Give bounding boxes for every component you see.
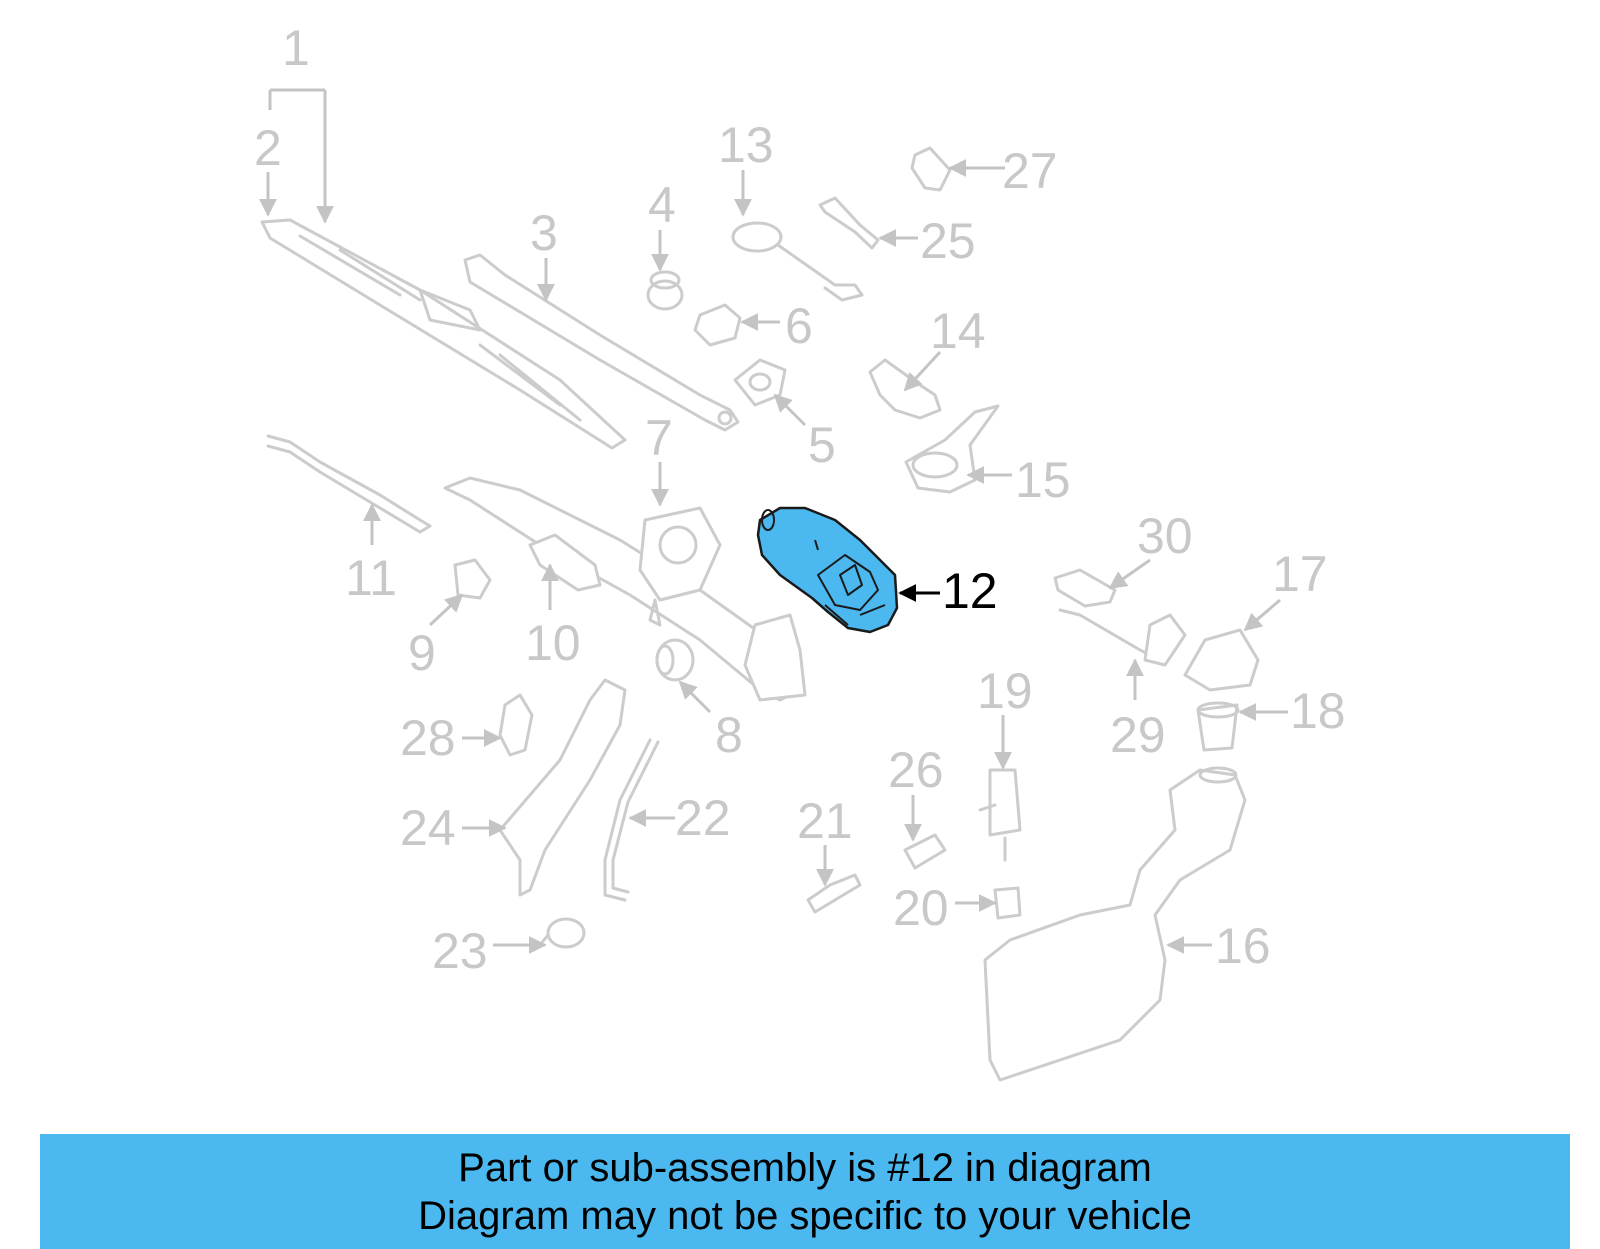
callout-21: 21: [797, 793, 853, 849]
cap-part-17: [1183, 628, 1260, 692]
callout-2: 2: [254, 120, 282, 176]
callout-6: 6: [785, 298, 813, 354]
info-banner: Part or sub-assembly is #12 in diagram D…: [40, 1134, 1570, 1249]
callout-18: 18: [1290, 683, 1346, 739]
bushing-part-8: [655, 638, 695, 682]
callout-15: 15: [1015, 452, 1071, 508]
callout-28: 28: [400, 710, 456, 766]
wiper-motor-part-12[interactable]: [756, 506, 899, 634]
callout-4: 4: [648, 177, 676, 233]
callout-20: 20: [893, 880, 949, 936]
callout-22: 22: [675, 790, 731, 846]
pump-part-19: [978, 768, 1022, 862]
callout-7: 7: [645, 410, 673, 466]
grommet-part-9: [453, 558, 492, 600]
cover-part-24: [498, 678, 627, 897]
callout-30: 30: [1137, 508, 1193, 564]
hose-part-21: [806, 873, 862, 914]
callout-13: 13: [718, 117, 774, 173]
grommet-part-20: [993, 886, 1022, 920]
connector-part-25: [818, 196, 880, 250]
hose-part-26: [903, 833, 947, 870]
washer-hose-part-11: [266, 434, 432, 534]
callout-12: 12: [942, 563, 998, 619]
callout-14: 14: [930, 303, 986, 359]
callout-1: 1: [282, 20, 310, 76]
wiper-blade-part-2: [260, 218, 627, 450]
hose-part-22: [603, 738, 660, 902]
bushing-part-4: [646, 270, 684, 311]
leader-lines: [259, 88, 1288, 954]
banner-line-disclaimer: Diagram may not be specific to your vehi…: [418, 1194, 1192, 1238]
filter-part-18: [1196, 701, 1240, 752]
callout-8: 8: [715, 707, 743, 763]
callout-25: 25: [920, 213, 976, 269]
callout-9: 9: [408, 625, 436, 681]
reservoir-part-16: [983, 766, 1247, 1082]
wiper-arm-part-3: [463, 253, 740, 432]
callout-17: 17: [1272, 546, 1328, 602]
linkage-part-7: [443, 476, 807, 702]
callout-5: 5: [808, 417, 836, 473]
callout-11: 11: [345, 550, 397, 606]
harness-part-13: [731, 221, 864, 302]
callout-27: 27: [1002, 143, 1058, 199]
callout-24: 24: [400, 800, 456, 856]
sensor-part-27: [910, 146, 952, 192]
callout-labels: 1 2 3 4 5 6 7 8 9 10 11 12 13 14 15 16 1…: [254, 20, 1346, 979]
clip-part-28: [498, 693, 534, 757]
callout-26: 26: [888, 742, 944, 798]
clip-part-10: [528, 533, 602, 592]
banner-line-part-number: Part or sub-assembly is #12 in diagram: [458, 1146, 1152, 1190]
callout-19: 19: [977, 663, 1033, 719]
callout-23: 23: [432, 923, 488, 979]
callout-10: 10: [525, 615, 581, 671]
washer-nozzle-part-29: [1058, 608, 1187, 667]
callout-29: 29: [1110, 707, 1166, 763]
seal-part-5: [733, 358, 787, 407]
cap-part-6: [693, 303, 742, 347]
callout-16: 16: [1215, 918, 1271, 974]
fastener-part-23: [538, 917, 586, 949]
cap-part-30: [1053, 568, 1117, 608]
callout-3: 3: [530, 205, 558, 261]
